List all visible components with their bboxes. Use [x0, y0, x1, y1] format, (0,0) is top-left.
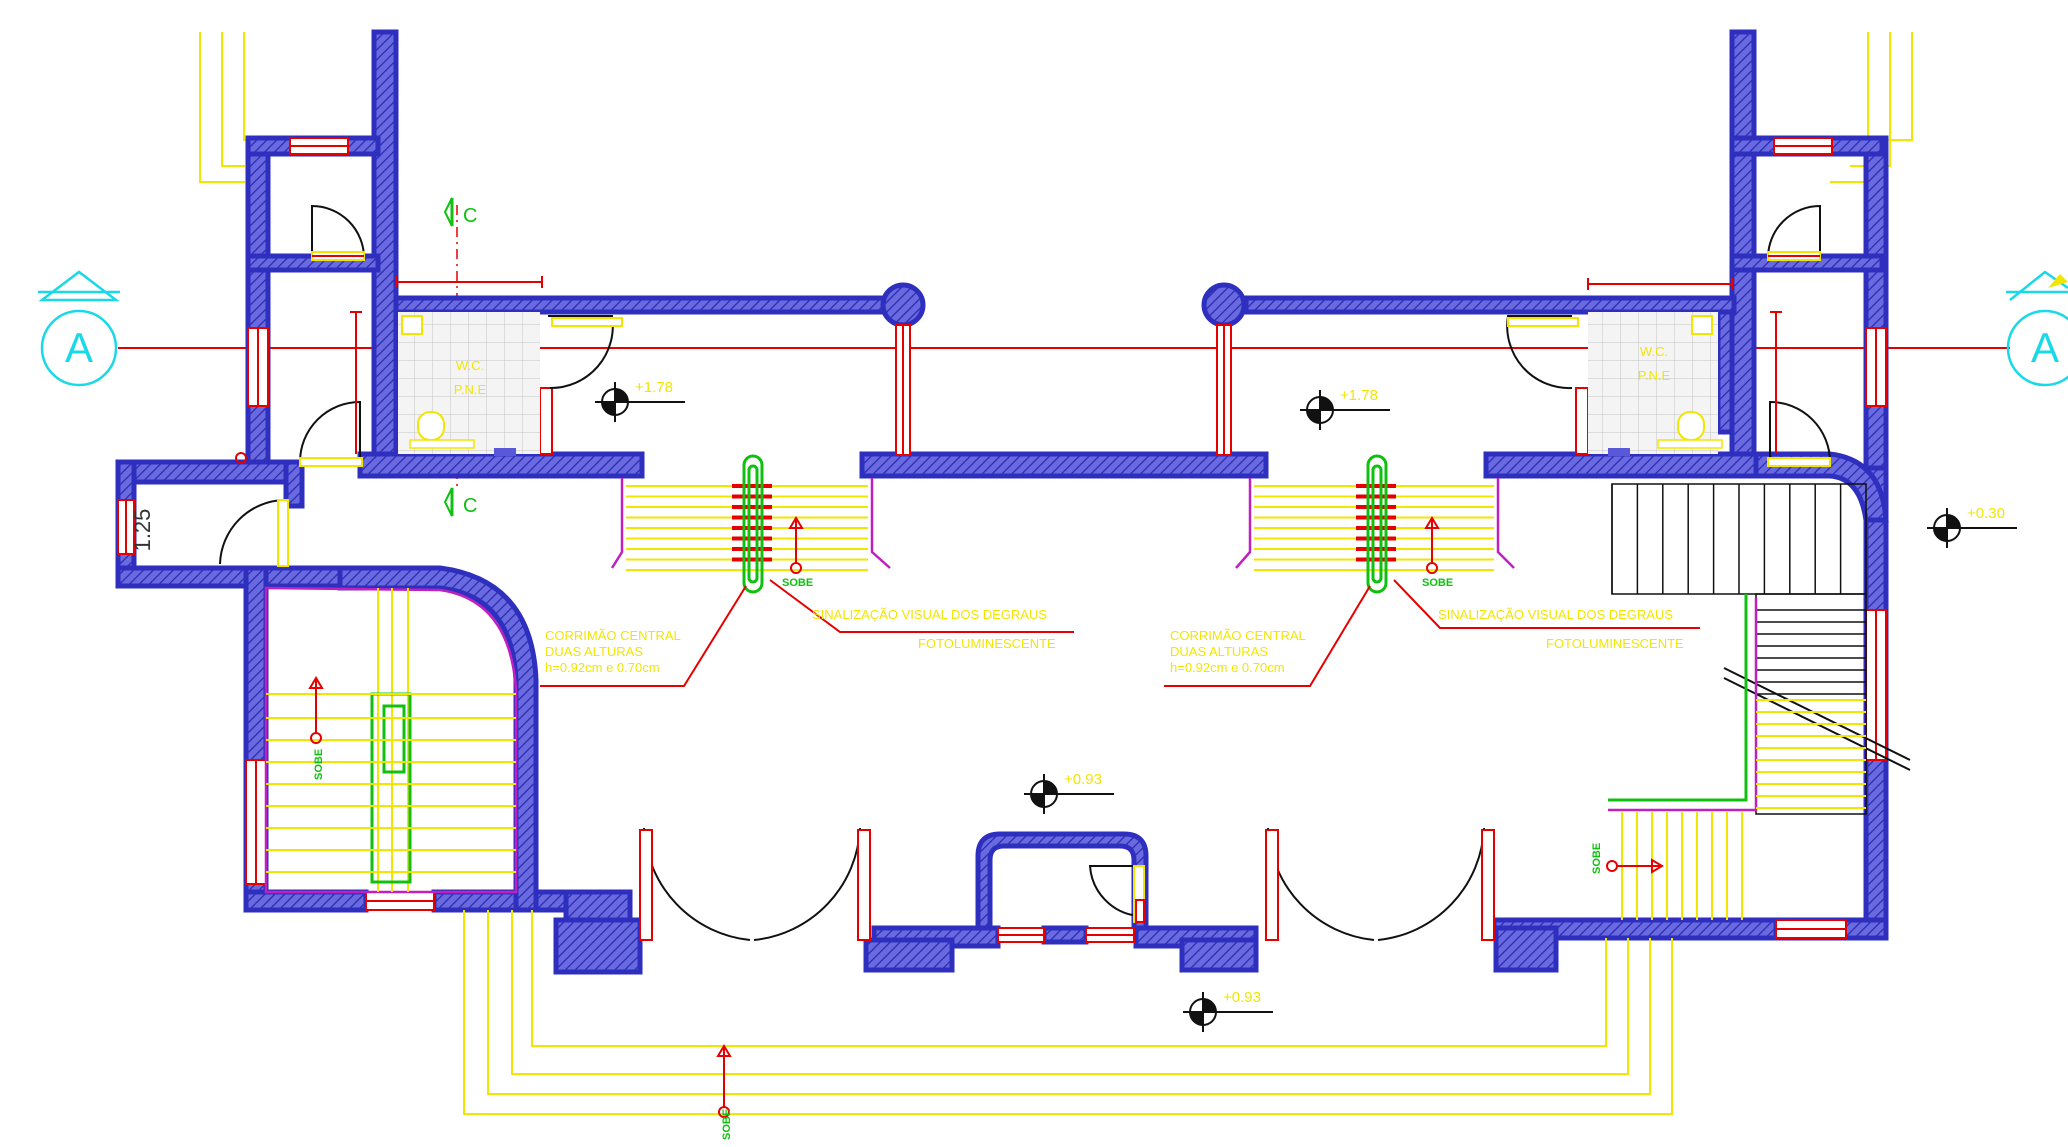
arrow-origin [790, 562, 802, 574]
section-marker-label: A [2031, 324, 2059, 371]
section-marker-label: A [65, 324, 93, 371]
stair-left-mezzanine [626, 484, 868, 571]
level-value: +0.93 [1064, 771, 1102, 788]
arrow-head [788, 516, 804, 529]
wc-room-right: W.C. P.N.E [1587, 278, 1782, 456]
arrow-head [716, 1044, 732, 1057]
level-symbol-fill [615, 389, 628, 402]
signal-note: SINALIZAÇÃO VISUAL DOS DEGRAUS [1438, 607, 1673, 622]
level-symbol-fill [1934, 528, 1947, 541]
walls [115, 29, 1889, 975]
room-label: P.N.E [1638, 368, 1671, 383]
arrow-origin [1606, 860, 1618, 872]
stair-enclosure-left [264, 586, 518, 894]
level-value: +0.93 [1223, 989, 1261, 1006]
sobe-label: SOBE [721, 1109, 733, 1140]
section-c-label: C [463, 205, 477, 227]
central-handrail-left [742, 454, 764, 594]
handrail-note: h=0.92cm e 0.70cm [545, 660, 660, 675]
exterior-steps-top-left [199, 32, 250, 183]
toilet-icon [1677, 411, 1705, 441]
level-value: +1.78 [635, 379, 673, 396]
level-symbol-fill [1320, 397, 1333, 410]
section-line-c: C C [443, 197, 477, 517]
level-markers: +1.78 +1.78 +0.30 +0.93 +0.93 [595, 379, 2017, 1032]
level-symbol-fill [1190, 1012, 1203, 1025]
level-symbol-fill [1031, 794, 1044, 807]
wc-room-left: W.C. P.N.E [350, 276, 543, 456]
handrail-note: CORRIMÃO CENTRAL [1170, 628, 1306, 643]
arrow-origin [310, 732, 322, 744]
toilet-icon [417, 411, 445, 441]
level-symbol-fill [602, 402, 615, 415]
signal-note: FOTOLUMINESCENTE [1546, 636, 1684, 651]
handrail-note: CORRIMÃO CENTRAL [545, 628, 681, 643]
signal-note: SINALIZAÇÃO VISUAL DOS DEGRAUS [812, 607, 1047, 622]
section-c-label: C [463, 495, 477, 517]
doors [219, 204, 1831, 941]
level-value: +1.78 [1340, 387, 1378, 404]
sobe-label: SOBE [1591, 843, 1603, 874]
annotation-right: CORRIMÃO CENTRAL DUAS ALTURAS h=0.92cm e… [1164, 579, 1700, 687]
sobe-label: SOBE [782, 577, 813, 589]
room-label: P.N.E [454, 382, 487, 397]
section-marker-a-left: A [38, 270, 120, 387]
stair-direction-arrows: SOBE SOBE SOBE SOBE SOBE [308, 516, 1664, 1140]
handrail-note: DUAS ALTURAS [545, 644, 643, 659]
level-symbol-fill [1947, 515, 1960, 528]
column [880, 282, 926, 328]
room-label: W.C. [1640, 344, 1668, 359]
room-label: W.C. [456, 358, 484, 373]
level-symbol-fill [1307, 410, 1320, 423]
arrow-head [1424, 516, 1440, 529]
level-symbol-fill [1203, 999, 1216, 1012]
sobe-label: SOBE [1422, 577, 1453, 589]
handrail-note: h=0.92cm e 0.70cm [1170, 660, 1285, 675]
exterior-entry-steps [463, 910, 1673, 1115]
central-handrail-right [1366, 454, 1388, 594]
level-symbol-fill [1044, 781, 1057, 794]
signal-note: FOTOLUMINESCENTE [918, 636, 1056, 651]
door-dimension: 1.25 [130, 509, 155, 552]
stair-railings [610, 478, 1515, 569]
arrow-head [1651, 858, 1664, 874]
level-value: +0.30 [1967, 505, 2005, 522]
section-marker-a-right: A [2006, 270, 2068, 387]
sobe-label: SOBE [313, 749, 325, 780]
arrow-head [308, 676, 324, 689]
annotation-left: CORRIMÃO CENTRAL DUAS ALTURAS h=0.92cm e… [540, 579, 1074, 687]
handrail-note: DUAS ALTURAS [1170, 644, 1268, 659]
column [1201, 282, 1247, 328]
arrow-origin [1426, 562, 1438, 574]
windows [117, 137, 1887, 943]
